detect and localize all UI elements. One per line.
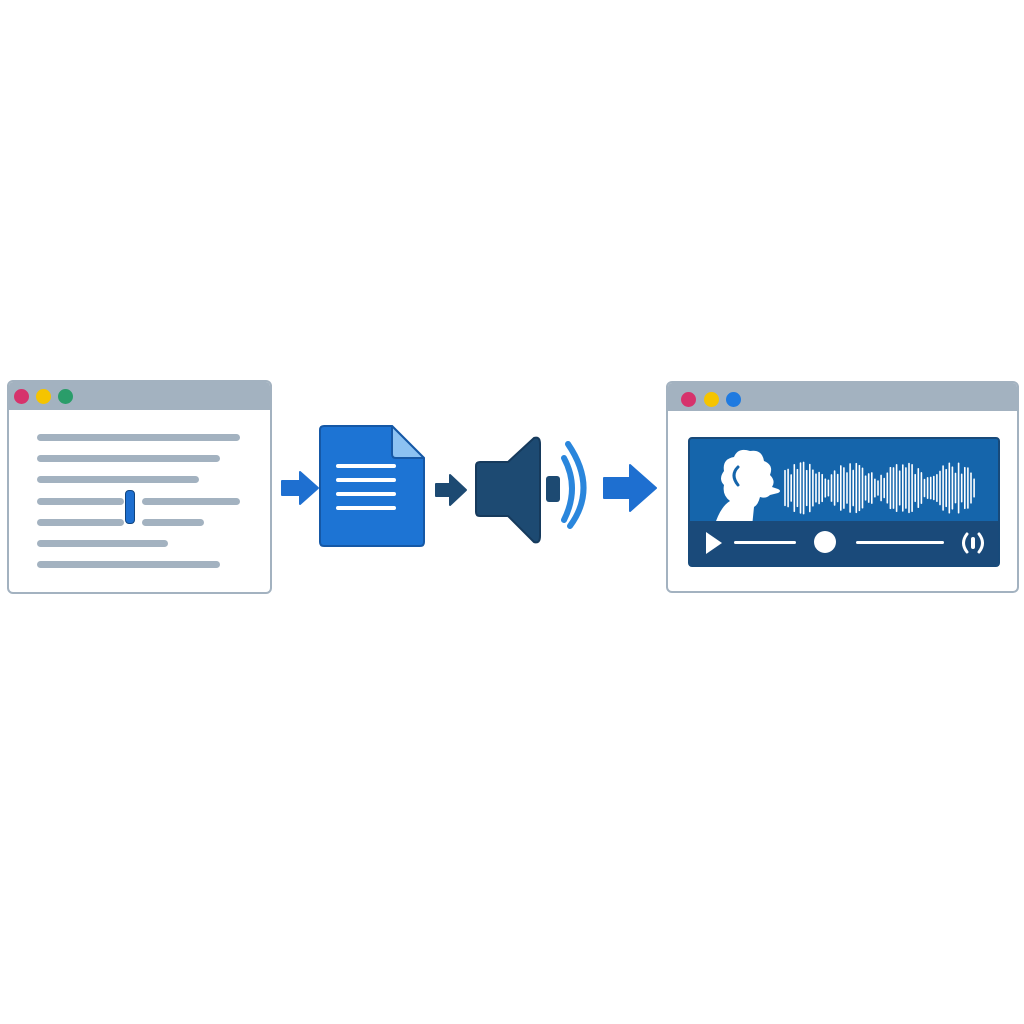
speaker-sound-icon — [475, 436, 587, 544]
text-line — [37, 455, 220, 462]
volume-icon[interactable] — [958, 531, 988, 555]
maximize-dot[interactable] — [58, 389, 73, 404]
close-dot[interactable] — [681, 392, 696, 407]
document-fold — [391, 425, 425, 459]
minimize-dot[interactable] — [704, 392, 719, 407]
document-text-line — [336, 506, 396, 510]
arrow-shape — [603, 464, 657, 512]
text-line — [37, 434, 240, 441]
progress-track-played[interactable] — [734, 541, 796, 544]
document-text-line — [336, 478, 396, 482]
speaker-body — [475, 436, 541, 544]
text-cursor-icon — [125, 490, 135, 524]
document-text-line — [336, 464, 396, 468]
audio-player-window — [666, 381, 1019, 593]
text-line — [37, 561, 220, 568]
sound-wave-inner — [561, 455, 575, 523]
text-line — [37, 476, 199, 483]
text-line — [37, 498, 124, 505]
document-icon — [319, 425, 425, 547]
scrubber-knob[interactable] — [814, 531, 836, 553]
waveform-bars — [784, 461, 975, 515]
text-line — [142, 498, 240, 505]
text-editor-window — [7, 380, 272, 594]
speaking-head-icon — [714, 449, 780, 527]
progress-track-remaining[interactable] — [856, 541, 944, 544]
play-icon[interactable] — [704, 530, 724, 556]
arrow-right-icon — [603, 464, 657, 512]
volume-right-arc — [977, 532, 984, 554]
volume-center — [971, 537, 975, 549]
maximize-dot[interactable] — [726, 392, 741, 407]
document-text-line — [336, 492, 396, 496]
arrow-right-icon — [435, 474, 467, 506]
text-line — [142, 519, 204, 526]
audio-waveform-icon — [784, 461, 975, 515]
arrow-right-icon — [281, 471, 319, 505]
text-line — [37, 540, 168, 547]
head-silhouette — [714, 449, 780, 527]
arrow-shape — [435, 474, 467, 506]
player-controls — [690, 521, 998, 565]
arrow-shape — [281, 471, 319, 505]
editor-titlebar — [9, 382, 270, 410]
sound-wave-outer — [565, 441, 587, 529]
play-triangle — [706, 532, 722, 554]
player-titlebar — [668, 383, 1017, 411]
ear-curve — [732, 465, 740, 487]
minimize-dot[interactable] — [36, 389, 51, 404]
volume-left-arc — [962, 532, 969, 554]
close-dot[interactable] — [14, 389, 29, 404]
audio-player-panel — [688, 437, 1000, 567]
speaker-dot — [546, 476, 560, 502]
text-line — [37, 519, 124, 526]
